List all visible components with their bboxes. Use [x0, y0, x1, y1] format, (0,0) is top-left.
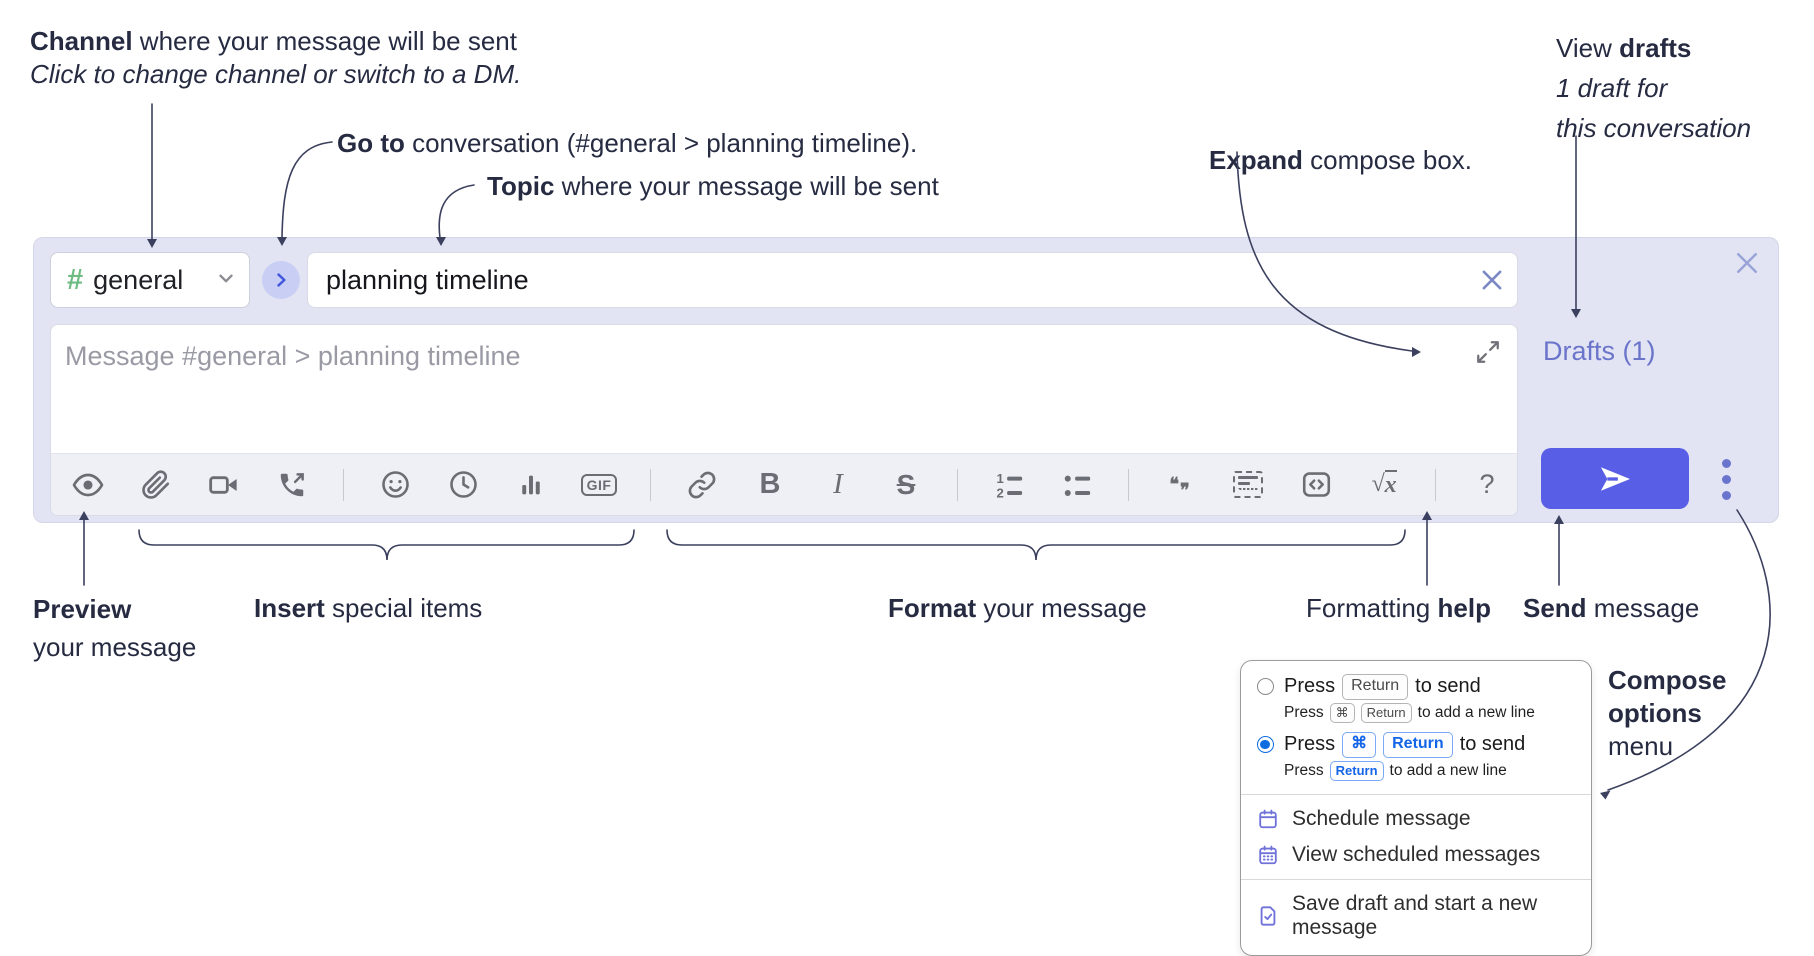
- emoji-icon[interactable]: [378, 468, 412, 502]
- radio-unselected[interactable]: [1257, 678, 1274, 696]
- key-return: Return: [1342, 674, 1409, 700]
- key-return: Return: [1383, 732, 1453, 758]
- toolbar-divider: [343, 468, 344, 501]
- save-draft-icon: [1260, 906, 1276, 926]
- annotation-insert: Insert special items: [254, 593, 483, 623]
- topic-input[interactable]: [307, 252, 1518, 308]
- topic-clear-icon[interactable]: [1478, 266, 1506, 294]
- message-area: GIF B I S 12 ❝❞ √x: [50, 324, 1518, 516]
- toolbar-divider: [650, 468, 651, 501]
- key-return: Return: [1360, 702, 1412, 724]
- annotation-format: Format your message: [888, 593, 1147, 623]
- strikethrough-icon[interactable]: S: [896, 468, 916, 500]
- annotation-channel: Channel where your message will be sent …: [30, 26, 522, 89]
- preview-icon[interactable]: [71, 468, 105, 502]
- send-button[interactable]: [1541, 448, 1689, 509]
- annotation-help: Formatting help: [1306, 593, 1491, 623]
- key-cmd: ⌘: [1329, 702, 1355, 724]
- channel-selector[interactable]: # general: [50, 252, 250, 308]
- key-cmd: ⌘: [1342, 732, 1377, 758]
- annotation-preview: Preview your message: [33, 594, 197, 662]
- poll-icon[interactable]: [514, 468, 548, 502]
- toolbar-divider: [1128, 468, 1129, 501]
- code-icon[interactable]: [1299, 468, 1333, 502]
- send-plane-icon: [1600, 466, 1630, 491]
- popup-divider: [1241, 879, 1591, 881]
- toolbar-divider: [1435, 468, 1436, 501]
- svg-text:1: 1: [997, 471, 1004, 486]
- gif-icon[interactable]: GIF: [580, 468, 618, 502]
- compose-options-menu-icon[interactable]: [1708, 454, 1744, 504]
- topic-field-wrap: [307, 252, 1518, 308]
- toolbar-divider: [957, 468, 958, 501]
- compose-box: # general Drafts (1): [33, 237, 1779, 523]
- video-call-icon[interactable]: [207, 468, 241, 502]
- key-return: Return: [1329, 760, 1384, 782]
- message-input[interactable]: [51, 325, 1517, 451]
- chevron-right-icon: [277, 273, 286, 287]
- italic-icon[interactable]: I: [833, 468, 843, 500]
- drafts-link[interactable]: Drafts (1): [1543, 336, 1656, 366]
- quote-icon[interactable]: ❝❞: [1169, 474, 1191, 500]
- channel-hash-icon: #: [67, 263, 84, 296]
- close-compose-icon[interactable]: [1732, 248, 1764, 280]
- annotation-compose-options: Compose options menu: [1608, 665, 1727, 761]
- bold-icon[interactable]: B: [759, 468, 781, 500]
- menu-item-schedule-message[interactable]: Schedule message: [1241, 801, 1591, 837]
- popup-divider: [1241, 794, 1591, 796]
- goto-conversation-button[interactable]: [262, 261, 300, 299]
- expand-compose-icon[interactable]: [1475, 339, 1503, 367]
- chevron-down-icon: [215, 267, 237, 294]
- time-icon[interactable]: [446, 468, 480, 502]
- annotation-topic: Topic where your message will be sent: [487, 171, 939, 201]
- annotation-goto: Go to conversation (#general > planning …: [337, 128, 918, 158]
- annotation-send: Send message: [1523, 593, 1700, 623]
- annotation-expand: Expand compose box.: [1209, 145, 1473, 175]
- channel-name: general: [93, 264, 184, 295]
- calendar-icon: [1259, 809, 1277, 829]
- attach-file-icon[interactable]: [139, 468, 173, 502]
- menu-item-view-scheduled[interactable]: View scheduled messages: [1241, 837, 1591, 873]
- bulleted-list-icon[interactable]: [1060, 468, 1094, 502]
- link-icon[interactable]: [685, 468, 719, 502]
- annotation-view-drafts: View drafts 1 draft for this conversatio…: [1556, 33, 1752, 143]
- menu-item-save-draft[interactable]: Save draft and start a new message: [1241, 886, 1591, 946]
- formatting-help-icon[interactable]: ?: [1479, 469, 1495, 499]
- voice-call-icon[interactable]: [275, 468, 309, 502]
- spoiler-icon[interactable]: [1231, 468, 1265, 502]
- svg-text:2: 2: [997, 485, 1004, 500]
- calendar-days-icon: [1259, 845, 1277, 865]
- radio-selected[interactable]: [1257, 736, 1274, 754]
- math-icon[interactable]: √x: [1371, 470, 1397, 498]
